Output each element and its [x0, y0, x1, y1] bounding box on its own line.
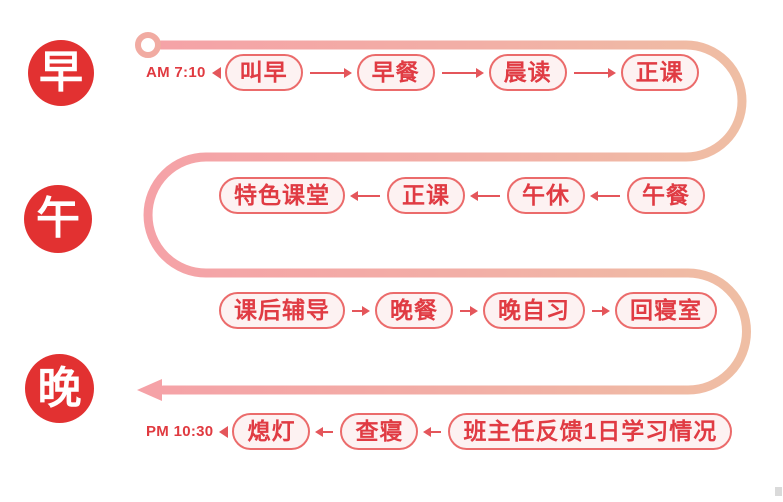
schedule-row-morning: AM 7:10 叫早 早餐 晨读 正课 — [146, 54, 699, 92]
start-ring-icon — [135, 32, 161, 58]
activity-pill: 查寝 — [340, 413, 419, 451]
schedule-row-night: PM 10:30 熄灯 查寝 班主任反馈1日学习情况 — [146, 413, 733, 451]
activity-pill: 早餐 — [356, 54, 435, 92]
period-badge-evening: 晚 — [25, 354, 94, 423]
watermark-fragment — [775, 487, 782, 496]
end-arrow-icon — [137, 379, 162, 401]
activity-pill: 叫早 — [224, 54, 303, 92]
time-label-am: AM 7:10 — [146, 64, 206, 82]
flow-arrow-right-icon — [573, 67, 616, 78]
flow-arrow-left-icon — [350, 190, 380, 201]
activity-pill: 熄灯 — [232, 413, 311, 451]
flow-arrow-left-icon — [315, 426, 334, 437]
flow-arrow-right-icon — [352, 305, 370, 316]
flow-arrow-right-icon — [592, 305, 610, 316]
period-badge-noon: 午 — [24, 185, 92, 253]
activity-pill: 午餐 — [627, 177, 705, 215]
schedule-row-noon: 特色课堂 正课 午休 午餐 — [219, 177, 705, 215]
flow-arrow-left-icon — [590, 190, 620, 201]
activity-pill: 班主任反馈1日学习情况 — [448, 413, 733, 451]
time-marker-icon — [219, 425, 229, 438]
activity-pill: 午休 — [507, 177, 585, 215]
flow-arrow-right-icon — [460, 305, 478, 316]
activity-pill: 正课 — [387, 177, 465, 215]
activity-pill: 晚餐 — [375, 292, 453, 330]
schedule-row-evening: 课后辅导 晚餐 晚自习 回寝室 — [219, 292, 717, 330]
timeline-snake-line — [143, 40, 751, 395]
activity-pill: 晨读 — [488, 54, 567, 92]
flow-arrow-right-icon — [441, 67, 484, 78]
activity-pill: 正课 — [620, 54, 699, 92]
period-badge-morning: 早 — [28, 40, 94, 106]
flow-arrow-left-icon — [470, 190, 500, 201]
flow-arrow-right-icon — [309, 67, 352, 78]
activity-pill: 特色课堂 — [219, 177, 345, 215]
flow-arrow-left-icon — [423, 426, 442, 437]
activity-pill: 回寝室 — [615, 292, 717, 330]
time-marker-icon — [211, 66, 221, 79]
time-label-pm: PM 10:30 — [146, 423, 214, 441]
activity-pill: 晚自习 — [483, 292, 585, 330]
activity-pill: 课后辅导 — [219, 292, 345, 330]
